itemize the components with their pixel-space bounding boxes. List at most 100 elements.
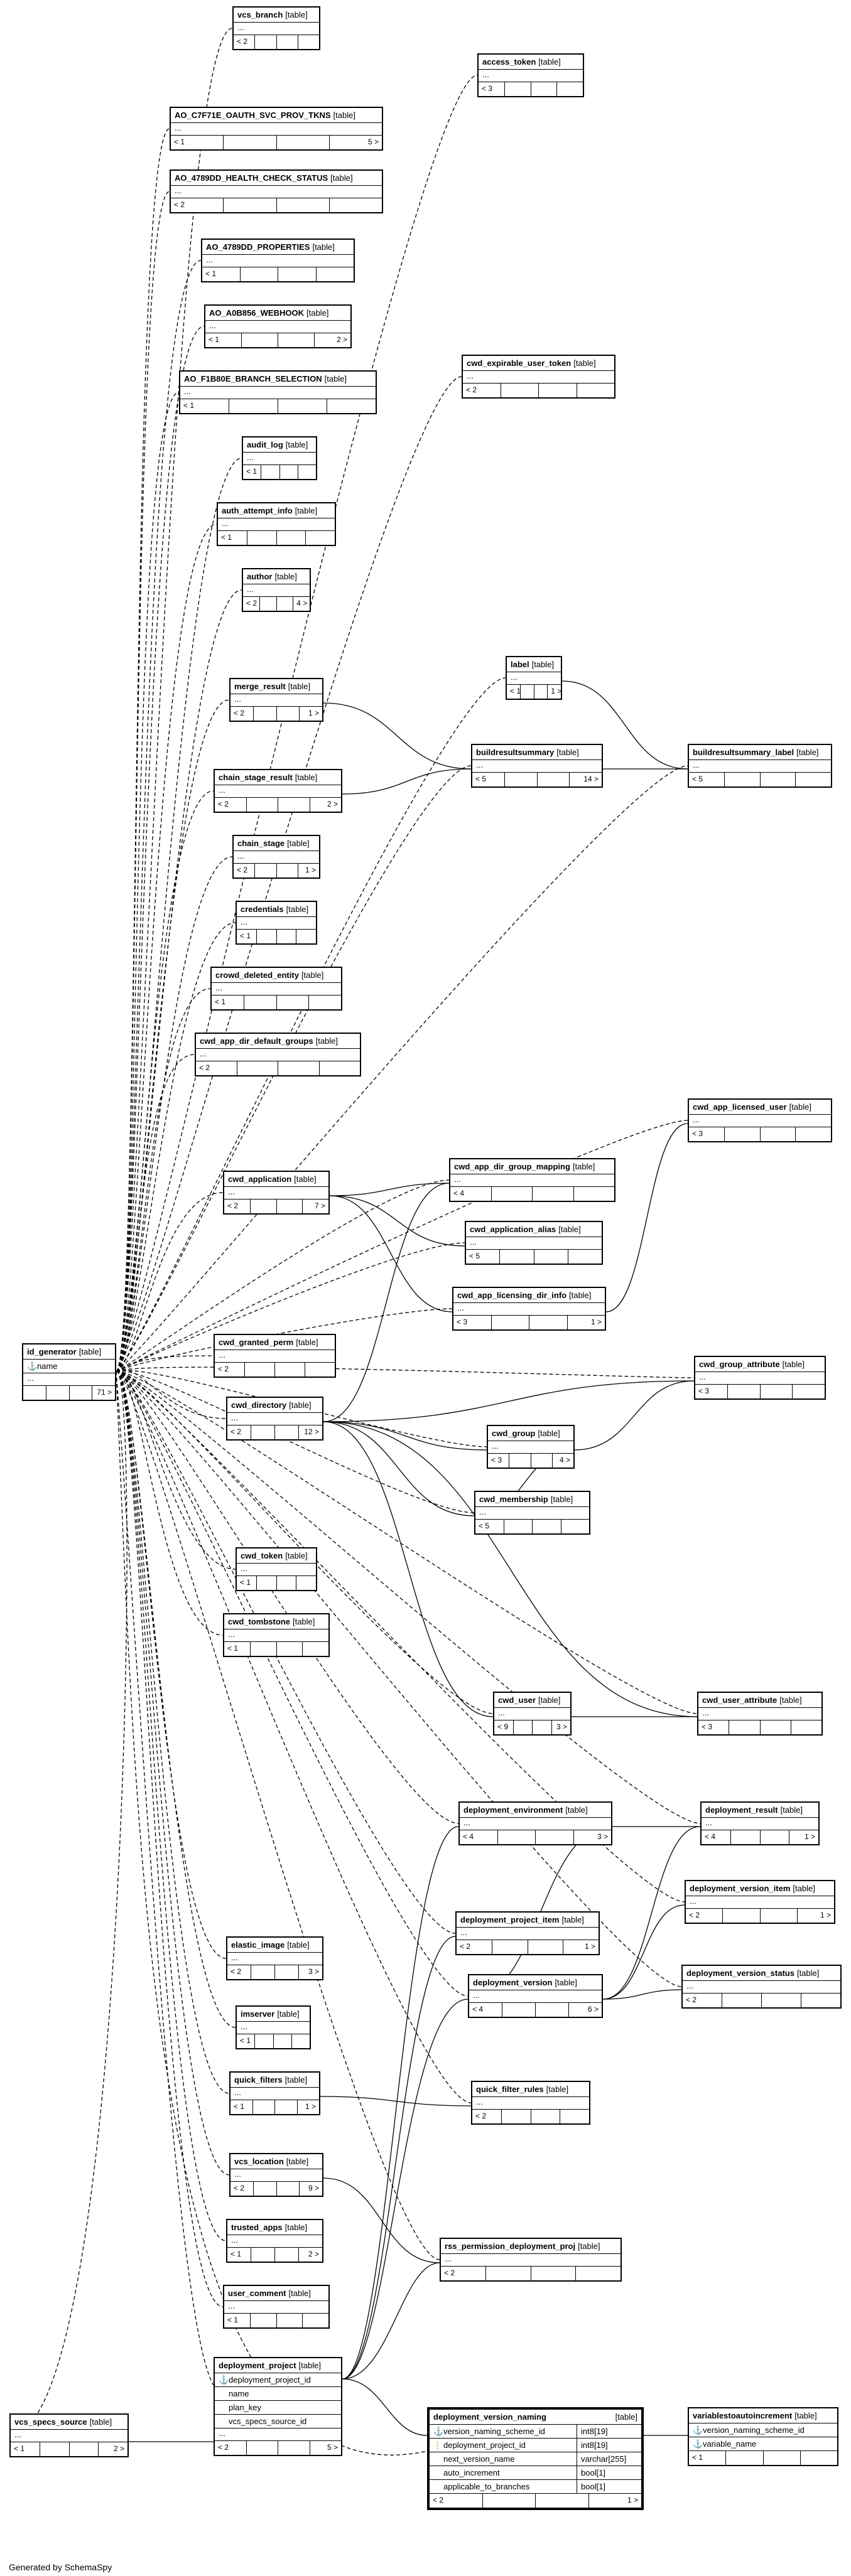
children-count[interactable]: 1 > [627,2496,638,2504]
parents-count[interactable]: < 5 [475,1520,504,1533]
children-count[interactable] [574,1187,615,1201]
table-deployment-version-status[interactable]: deployment_version_status[table]...< 2 [681,1965,842,2009]
children-count[interactable]: 3 > [556,1722,567,1731]
table-cwd-membership[interactable]: cwd_membership[table]...< 5 [474,1491,590,1535]
children-count[interactable] [576,2267,621,2280]
table-vcs-branch[interactable]: vcs_branch[table]...< 2 [232,6,320,50]
children-count[interactable] [330,198,382,212]
children-count[interactable]: 14 > [583,775,599,783]
parents-count[interactable]: < 2 [430,2494,483,2508]
parents-count[interactable]: < 1 [230,2100,253,2114]
children-count[interactable] [298,465,316,479]
parents-count[interactable]: < 5 [472,773,505,786]
children-count[interactable]: 1 > [584,1942,595,1951]
children-count[interactable] [557,82,583,96]
parents-count[interactable]: < 1 [507,685,521,699]
children-count[interactable] [309,996,341,1009]
parents-count[interactable]: < 3 [695,1385,728,1398]
parents-count[interactable]: < 1 [202,267,241,281]
parents-count[interactable]: < 5 [689,773,725,786]
column-row[interactable]: plan_key [215,2401,341,2415]
parents-count[interactable]: < 2 [683,1994,722,2007]
children-count[interactable] [561,1520,590,1533]
parents-count[interactable]: < 1 [243,465,262,479]
parents-count[interactable]: < 1 [212,996,244,1009]
children-count[interactable] [796,773,831,786]
parents-count[interactable]: < 1 [171,136,224,149]
children-count[interactable]: 2 > [327,800,338,808]
table-cwd-app-licensed-user[interactable]: cwd_app_licensed_user[table]...< 3 [688,1098,832,1142]
table-cwd-expirable-user-token[interactable]: cwd_expirable_user_token[table]...< 2 [462,355,615,399]
children-count[interactable] [796,1127,831,1141]
children-count[interactable] [292,2034,310,2048]
column-row[interactable]: ⚓deployment_project_id [215,2373,341,2387]
children-count[interactable]: 71 > [97,1388,112,1397]
parents-count[interactable]: < 2 [227,1965,251,1979]
table-rss-permission-deployment-proj[interactable]: rss_permission_deployment_proj[table]...… [440,2238,622,2282]
table-ao-c7f71e-oauth-svc-prov-tkns[interactable]: AO_C7F71E_OAUTH_SVC_PROV_TKNS[table]...<… [170,107,383,151]
parents-count[interactable]: < 1 [227,2248,251,2262]
parents-count[interactable]: < 2 [243,597,260,611]
parents-count[interactable]: < 2 [457,1940,492,1954]
children-count[interactable] [305,1363,335,1377]
table-cwd-granted-perm[interactable]: cwd_granted_perm[table]...< 2 [214,1334,336,1378]
children-count[interactable]: 2 > [113,2444,124,2453]
children-count[interactable]: 1 > [308,709,319,717]
table-deployment-version-naming[interactable]: deployment_version_naming[table]⚓version… [427,2407,644,2510]
table-deployment-project[interactable]: deployment_project[table]⚓deployment_pro… [214,2357,342,2456]
parents-count[interactable]: < 4 [702,1830,731,1844]
table-ao-4789dd-properties[interactable]: AO_4789DD_PROPERTIES[table]...< 1 [201,239,355,282]
children-count[interactable]: 5 > [327,2443,338,2452]
children-count[interactable] [320,1061,360,1075]
parents-count[interactable]: < 4 [450,1187,492,1201]
parents-count[interactable]: < 2 [196,1061,237,1075]
parents-count[interactable]: < 2 [441,2267,486,2280]
parents-count[interactable]: < 3 [453,1316,492,1329]
parents-count[interactable]: < 1 [689,2451,727,2465]
parents-count[interactable]: < 2 [215,798,247,812]
children-count[interactable]: 9 > [308,2184,319,2192]
children-count[interactable]: 1 > [551,687,561,695]
table-cwd-tombstone[interactable]: cwd_tombstone[table]...< 1 [223,1613,330,1657]
parents-count[interactable]: < 1 [224,1642,251,1656]
parents-count[interactable]: < 2 [171,198,224,212]
parents-count[interactable]: < 2 [230,2182,254,2196]
parents-count[interactable]: < 4 [469,2003,502,2017]
parents-count[interactable]: < 2 [224,1199,251,1213]
parents-count[interactable]: < 2 [686,1909,724,1923]
parents-count[interactable]: < 1 [237,2034,256,2048]
parents-count[interactable]: < 2 [234,864,256,877]
table-audit-log[interactable]: audit_log[table]...< 1 [242,436,317,480]
children-count[interactable]: 3 > [597,1832,608,1841]
children-count[interactable] [298,35,319,49]
table-credentials[interactable]: credentials[table]...< 1 [236,901,317,945]
table-auth-attempt-info[interactable]: auth_attempt_info[table]...< 1 [217,502,336,546]
table-crowd-deleted-entity[interactable]: crowd_deleted_entity[table]...< 1 [210,967,342,1011]
children-count[interactable]: 1 > [590,1318,602,1326]
parents-count[interactable]: < 5 [466,1250,501,1264]
children-count[interactable] [317,267,354,281]
children-count[interactable]: 1 > [820,1911,831,1919]
table-cwd-application-alias[interactable]: cwd_application_alias[table]...< 5 [465,1221,603,1265]
table-cwd-app-dir-default-groups[interactable]: cwd_app_dir_default_groups[table]...< 2 [195,1033,361,1076]
children-count[interactable] [303,2314,328,2327]
children-count[interactable]: 2 > [308,2250,319,2258]
parents-count[interactable]: < 1 [237,1576,257,1590]
